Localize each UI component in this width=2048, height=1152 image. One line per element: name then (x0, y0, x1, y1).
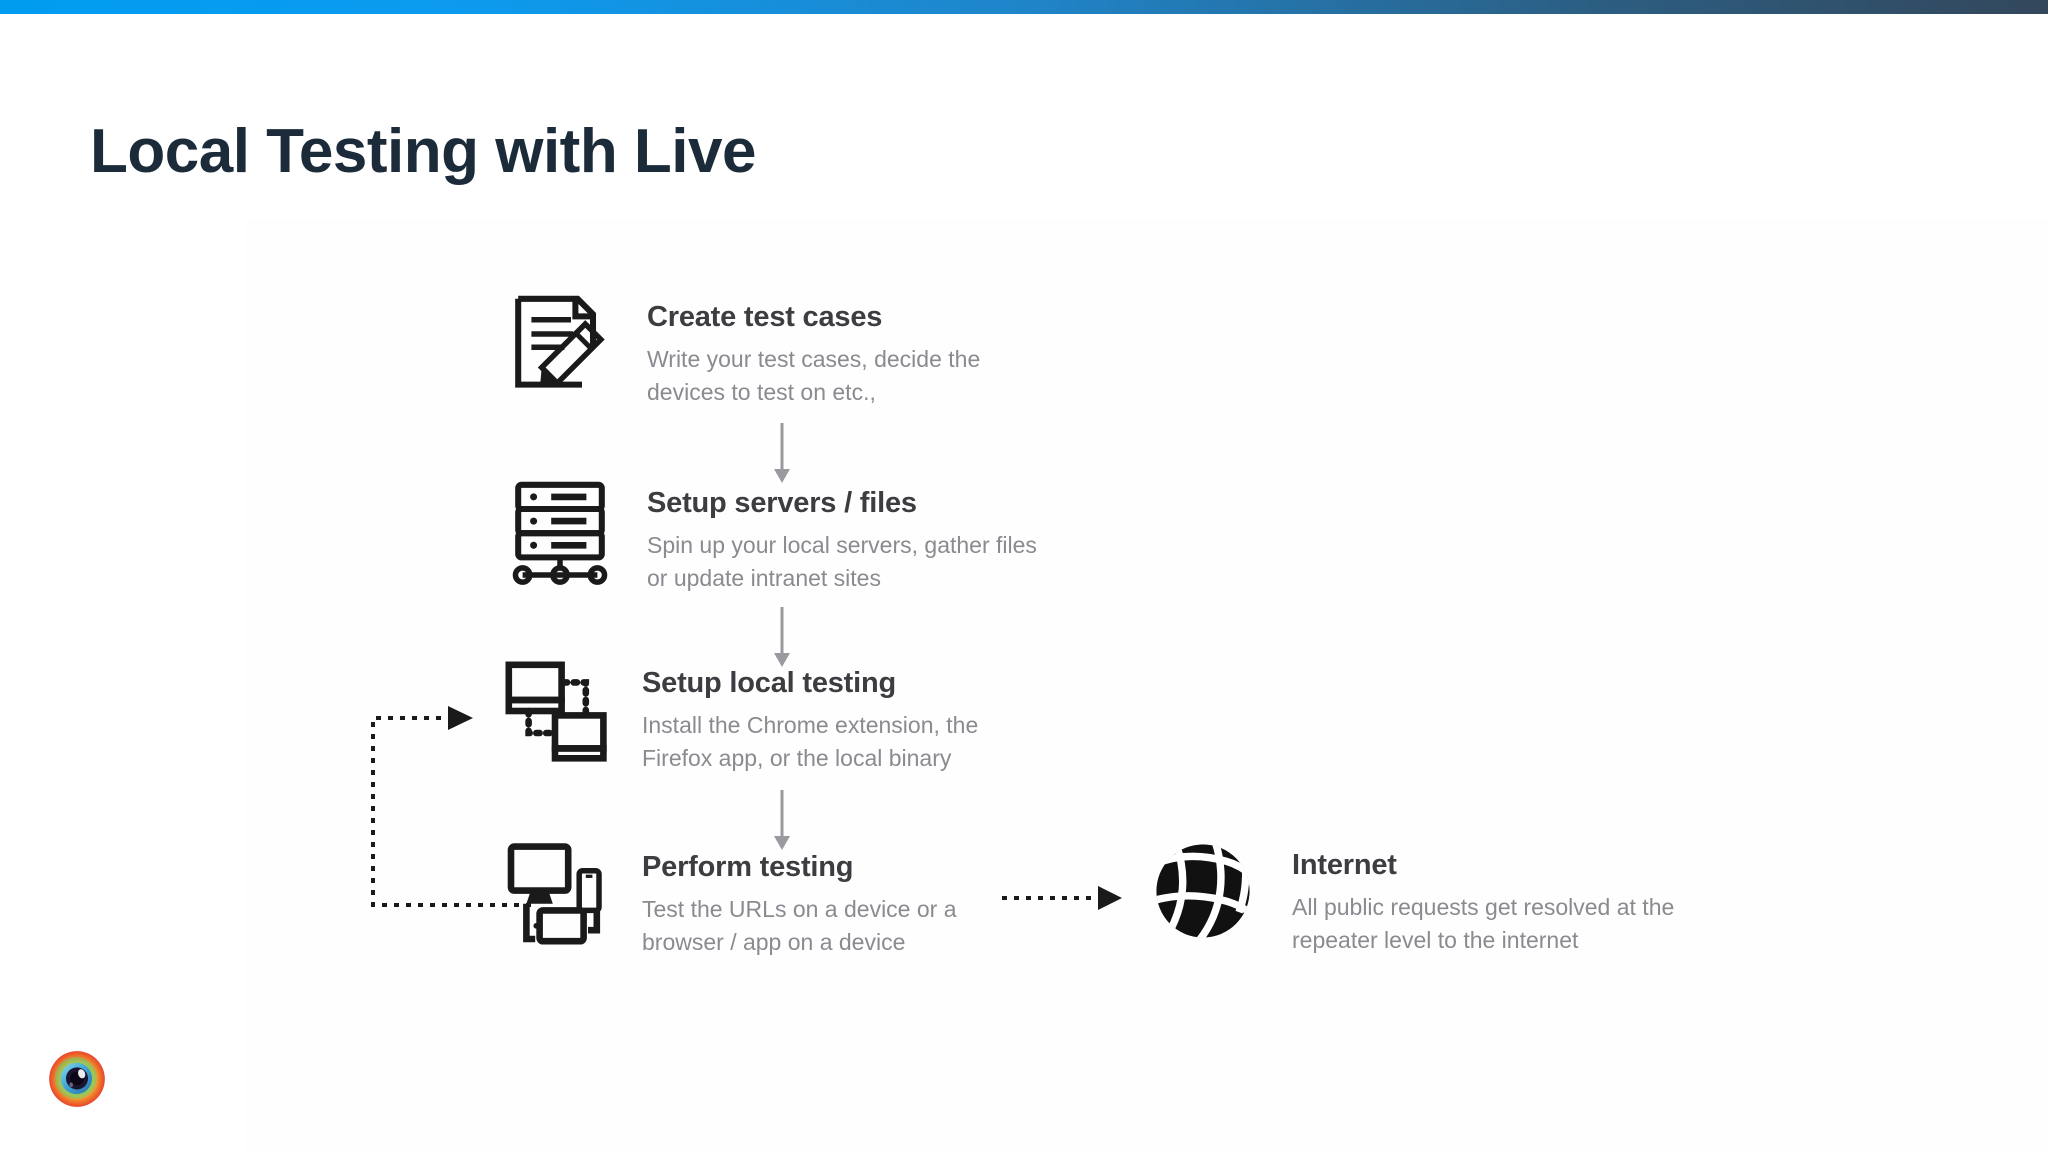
flow-endpoint-internet: Internet All public requests get resolve… (1150, 838, 1674, 956)
page-title: Local Testing with Live (90, 117, 757, 186)
desc-line: repeater level to the internet (1292, 926, 1579, 953)
diagram-panel: Create test cases Write your test cases,… (245, 220, 2048, 1152)
flow-step-perform-testing: Perform testing Test the URLs on a devic… (500, 840, 957, 958)
multi-device-icon (500, 840, 610, 950)
desc-line: Firefox app, or the local binary (642, 744, 952, 771)
linked-laptops-icon (500, 656, 610, 766)
server-rack-icon (505, 476, 615, 586)
flow-step-description: Spin up your local servers, gather files… (647, 529, 1037, 594)
desc-line: Spin up your local servers, gather files (647, 531, 1037, 558)
flow-step-text: Setup local testing Install the Chrome e… (642, 656, 978, 774)
desc-line: devices to test on etc., (647, 378, 876, 405)
flow-step-title: Setup servers / files (647, 487, 917, 519)
flow-endpoint-title: Internet (1292, 849, 1397, 881)
flow-endpoint-text: Internet All public requests get resolve… (1292, 838, 1674, 956)
flow-step-description: Test the URLs on a device or a browser /… (642, 893, 957, 958)
down-arrow-icon (770, 607, 794, 669)
flow-step-setup-servers: Setup servers / files Spin up your local… (505, 476, 1037, 594)
document-pencil-icon (505, 290, 615, 400)
flow-step-create-test-cases: Create test cases Write your test cases,… (505, 290, 980, 408)
flow-step-text: Setup servers / files Spin up your local… (647, 476, 1037, 594)
flow-endpoint-description: All public requests get resolved at the … (1292, 891, 1674, 956)
flow-step-text: Perform testing Test the URLs on a devic… (642, 840, 957, 958)
dotted-arrow-to-internet-icon (1000, 882, 1130, 914)
desc-line: browser / app on a device (642, 928, 906, 955)
flow-step-setup-local-testing: Setup local testing Install the Chrome e… (500, 656, 978, 774)
globe-icon (1150, 838, 1256, 944)
feedback-loop-arrow-icon (345, 700, 575, 915)
desc-line: or update intranet sites (647, 564, 881, 591)
flow-step-text: Create test cases Write your test cases,… (647, 290, 980, 408)
rainbow-eye-logo (48, 1050, 106, 1108)
flow-step-title: Setup local testing (642, 667, 897, 699)
down-arrow-icon (770, 790, 794, 852)
flow-step-description: Write your test cases, decide the device… (647, 343, 980, 408)
desc-line: Write your test cases, decide the (647, 345, 981, 372)
down-arrow-icon (770, 423, 794, 485)
flow-step-title: Perform testing (642, 851, 854, 883)
desc-line: Install the Chrome extension, the (642, 711, 979, 738)
desc-line: Test the URLs on a device or a (642, 895, 957, 922)
flow-step-description: Install the Chrome extension, the Firefo… (642, 709, 978, 774)
desc-line: All public requests get resolved at the (1292, 893, 1675, 920)
flow-step-title: Create test cases (647, 301, 883, 333)
top-accent-bar (0, 0, 2048, 14)
